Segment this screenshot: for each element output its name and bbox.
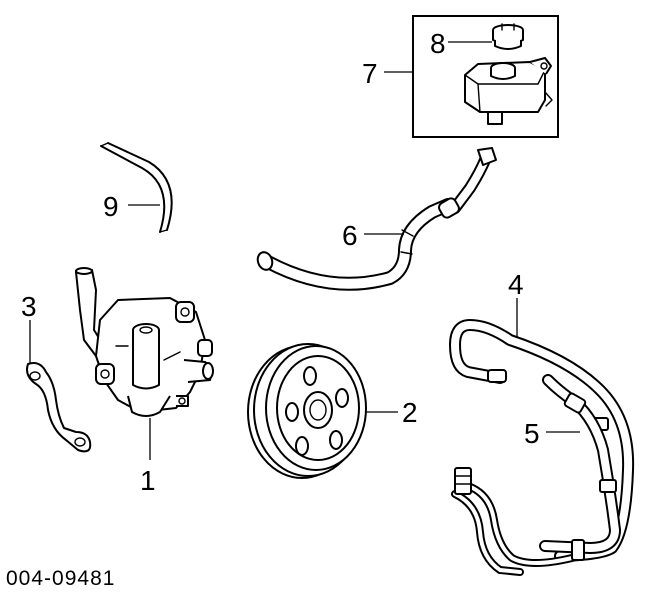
power-steering-pump	[75, 267, 214, 417]
callout-5: 5	[524, 418, 540, 449]
reservoir-body	[464, 57, 553, 125]
reservoir-inset	[412, 15, 559, 138]
leader-lines	[29, 41, 580, 460]
callout-9: 9	[103, 191, 119, 222]
reservoir-cap	[492, 23, 524, 50]
callout-2: 2	[402, 397, 418, 428]
callout-1: 1	[140, 465, 156, 496]
callout-3: 3	[21, 291, 37, 322]
callout-6: 6	[342, 220, 358, 251]
callouts: 8 7 9 6 3 4 2 5 1	[21, 28, 540, 496]
pump-bracket	[26, 362, 92, 453]
callout-8: 8	[430, 28, 446, 59]
drive-belt	[100, 142, 173, 233]
pump-pulley	[247, 343, 367, 479]
callout-7: 7	[362, 58, 378, 89]
pressure-lines	[448, 318, 635, 576]
return-hose	[256, 147, 497, 291]
callout-4: 4	[508, 269, 524, 300]
diagram-reference-number: 004-09481	[6, 567, 115, 590]
